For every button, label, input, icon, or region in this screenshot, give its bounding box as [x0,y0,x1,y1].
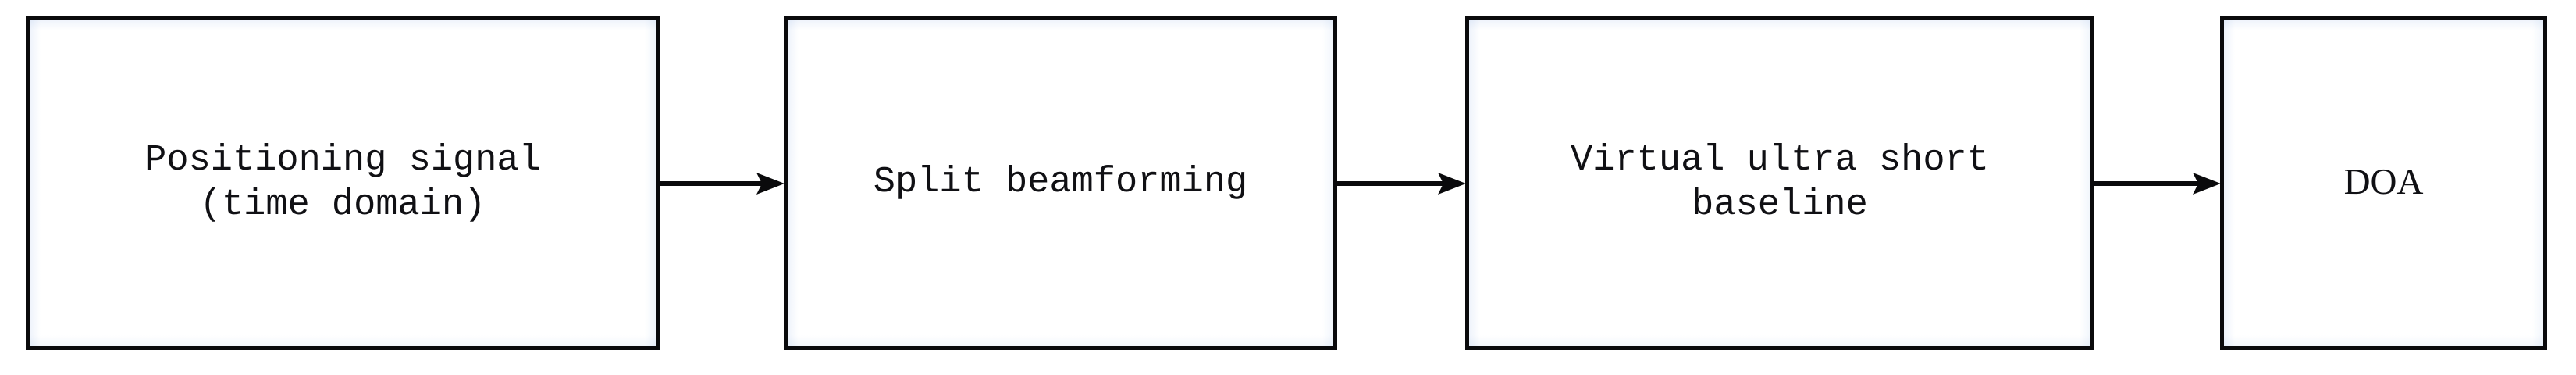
process-box-label: Split beamforming [873,162,1248,204]
flow-arrow-2 [1337,168,1466,199]
process-box-label: Virtual ultra short baseline [1571,139,1989,226]
arrow-right-icon [1337,173,1466,195]
arrow-head [756,173,785,195]
process-box-virtual-ultra-short-baseline[interactable]: Virtual ultra short baseline [1465,16,2094,350]
arrow-head [1438,173,1466,195]
arrow-head [2193,173,2221,195]
process-box-positioning-signal[interactable]: Positioning signal (time domain) [26,16,660,350]
arrow-right-icon [660,173,785,195]
flow-arrow-1 [660,168,785,199]
flow-arrow-3 [2094,168,2221,199]
process-box-split-beamforming[interactable]: Split beamforming [784,16,1337,350]
process-box-doa[interactable]: DOA [2220,16,2547,350]
process-box-label: Positioning signal (time domain) [144,139,541,226]
arrow-right-icon [2094,173,2221,195]
process-box-label: DOA [2343,162,2424,203]
